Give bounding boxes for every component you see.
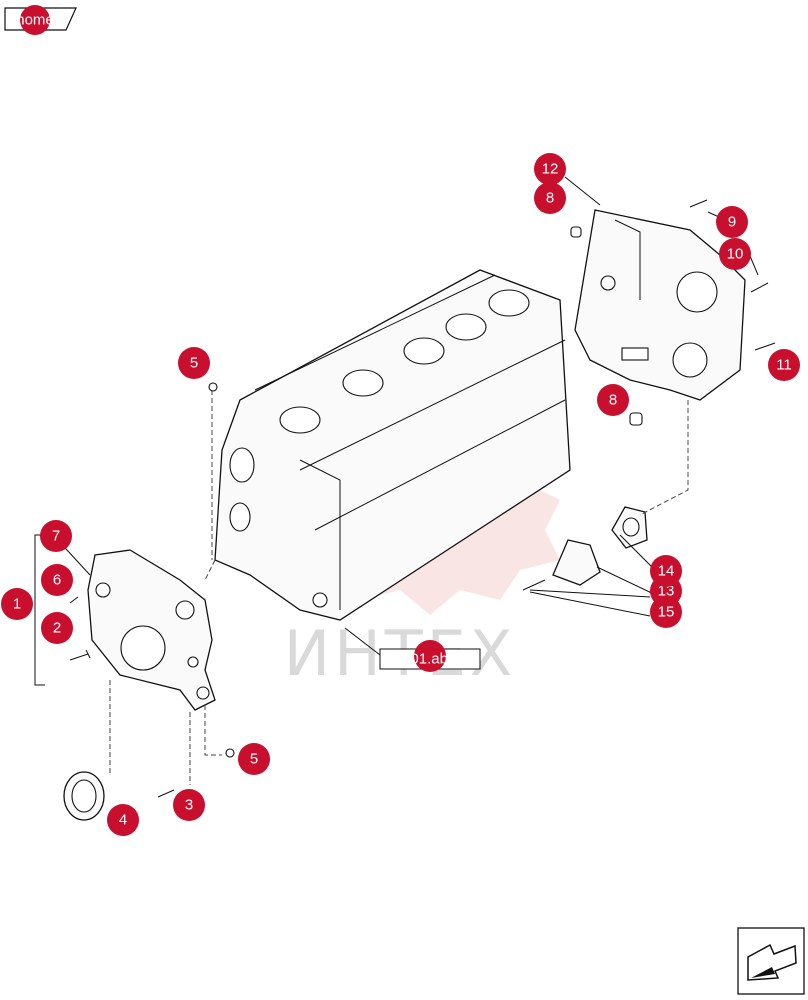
svg-text:15: 15 bbox=[658, 604, 675, 621]
callout-10[interactable]: 10 bbox=[719, 238, 751, 270]
engine-block bbox=[214, 269, 571, 621]
callout-15[interactable]: 15 bbox=[650, 596, 682, 628]
callout-1[interactable]: 1 bbox=[1, 588, 33, 620]
svg-text:3: 3 bbox=[185, 797, 193, 814]
front-cover bbox=[87, 549, 216, 711]
svg-text:4: 4 bbox=[119, 812, 127, 829]
reference-label: 10.001.ab (01) bbox=[381, 651, 479, 668]
svg-text:1: 1 bbox=[13, 596, 21, 613]
svg-text:6: 6 bbox=[53, 572, 61, 589]
callout-3[interactable]: 3 bbox=[173, 789, 205, 821]
svg-text:12: 12 bbox=[542, 161, 559, 178]
callout-5-bottom[interactable]: 5 bbox=[238, 743, 270, 775]
svg-text:14: 14 bbox=[658, 563, 675, 580]
callout-14[interactable]: 14 bbox=[650, 555, 682, 587]
callout-11[interactable]: 11 bbox=[768, 349, 800, 381]
arrow-next-icon[interactable] bbox=[737, 927, 805, 995]
svg-text:5: 5 bbox=[250, 751, 258, 768]
reference-link[interactable]: 10.001.ab (01) bbox=[379, 640, 481, 672]
home-label: home bbox=[16, 12, 54, 29]
svg-text:10: 10 bbox=[727, 246, 744, 263]
leader-lines bbox=[34, 176, 759, 686]
callout-5-top[interactable]: 5 bbox=[178, 347, 210, 379]
callout-9[interactable]: 9 bbox=[716, 206, 748, 238]
svg-text:8: 8 bbox=[546, 190, 554, 207]
callout-4[interactable]: 4 bbox=[107, 804, 139, 836]
svg-text:13: 13 bbox=[658, 583, 675, 600]
callout-8-top[interactable]: 8 bbox=[534, 182, 566, 214]
callout-8-bottom[interactable]: 8 bbox=[597, 384, 629, 416]
svg-text:7: 7 bbox=[52, 528, 60, 545]
svg-text:8: 8 bbox=[609, 392, 617, 409]
home-button[interactable]: home bbox=[4, 5, 77, 35]
svg-text:2: 2 bbox=[53, 620, 61, 637]
callout-12[interactable]: 12 bbox=[534, 153, 566, 185]
svg-text:9: 9 bbox=[728, 214, 736, 231]
small-parts bbox=[63, 199, 776, 821]
callout-2[interactable]: 2 bbox=[41, 612, 73, 644]
assembly-lines bbox=[109, 390, 689, 785]
callout-6[interactable]: 6 bbox=[41, 564, 73, 596]
rear-housing bbox=[574, 209, 746, 401]
svg-text:11: 11 bbox=[776, 357, 792, 374]
callout-7[interactable]: 7 bbox=[40, 520, 72, 552]
svg-text:5: 5 bbox=[190, 355, 198, 372]
